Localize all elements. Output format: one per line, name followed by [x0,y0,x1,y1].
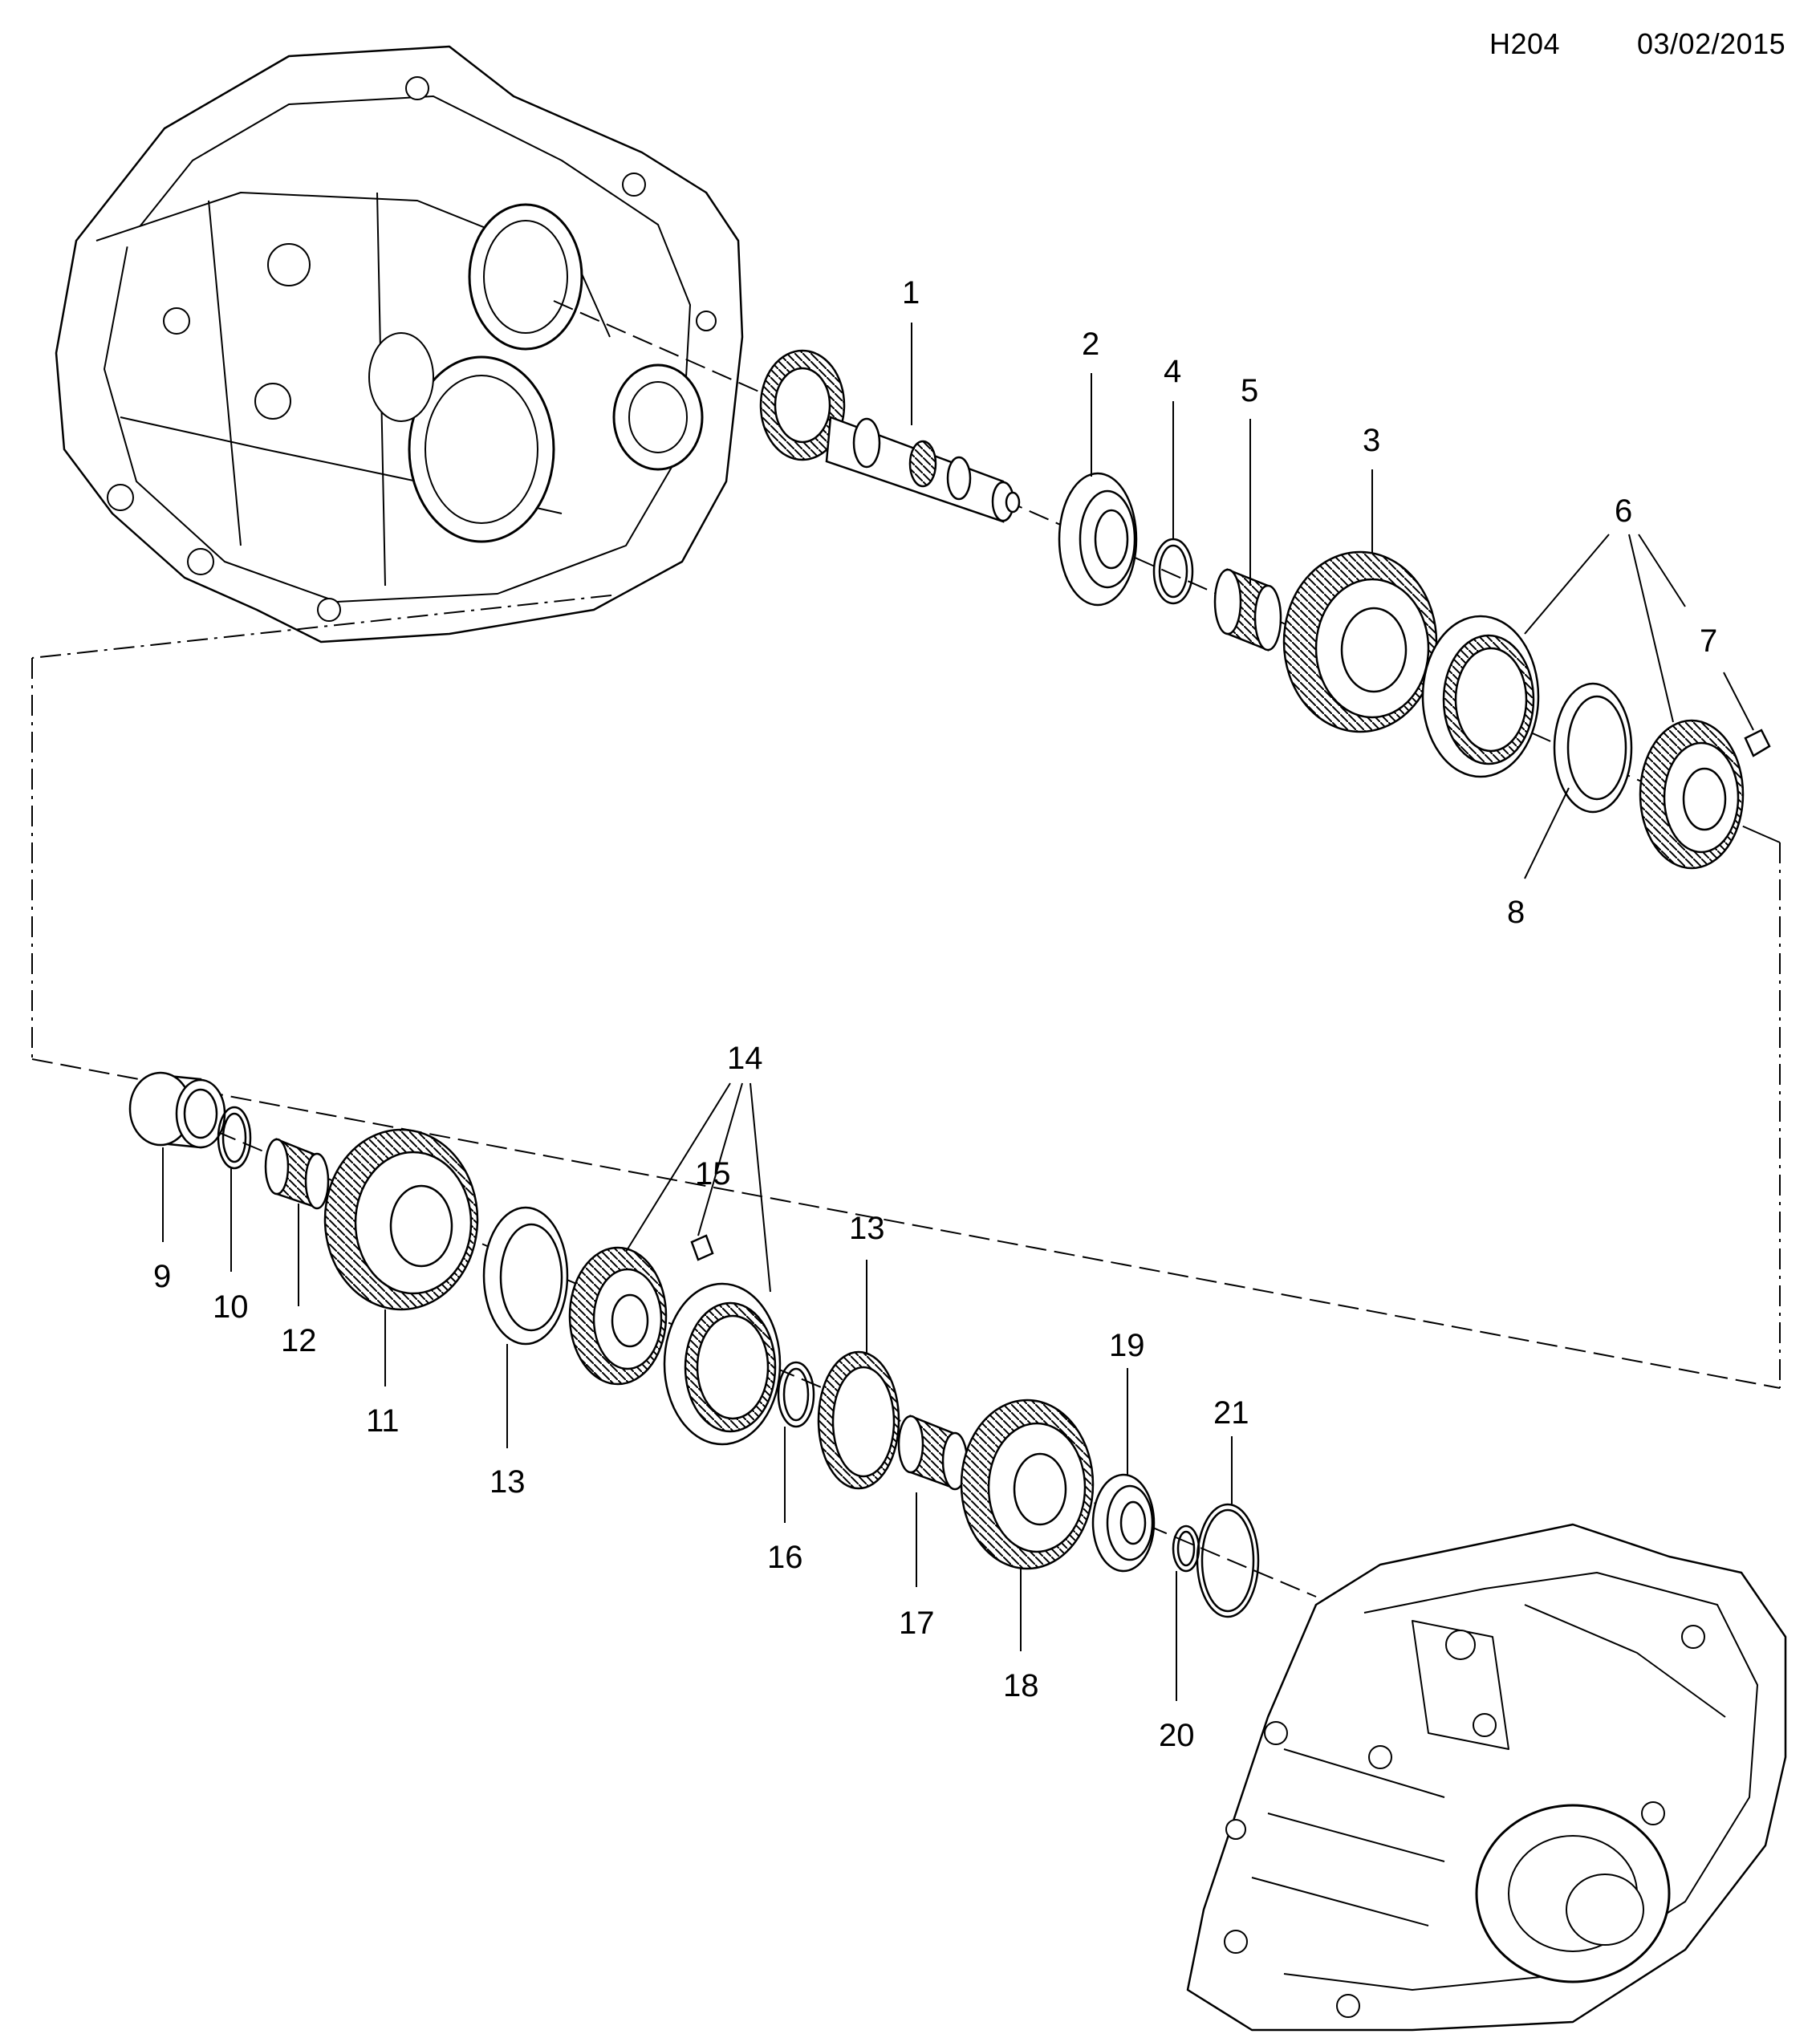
part-12-needle-bearing [264,1138,330,1210]
leader-lines [162,323,1754,1701]
part-9-bushing [128,1071,226,1149]
part-6-synchronizer-hub [1639,719,1745,870]
part-15-key [690,1234,714,1261]
upper-transmission-housing [55,45,744,643]
callout-8: 8 [1507,895,1525,930]
callout-numbers: 1 2 4 5 3 6 7 8 9 10 12 11 13 14 15 13 1… [153,275,1717,1753]
part-1-input-shaft [759,349,1021,523]
callout-5: 5 [1241,373,1258,408]
callout-10: 10 [213,1289,249,1325]
part-14-synchronizer-sleeve [663,1282,782,1446]
part-6-synchronizer-sleeve [1421,615,1540,778]
part-8-synchronizer-ring [1553,682,1633,814]
part-4-snap-ring [1152,538,1194,605]
callout-1: 1 [902,275,920,311]
callout-3: 3 [1363,423,1380,458]
part-20-snap-ring [1172,1524,1200,1573]
callout-4: 4 [1164,354,1181,389]
part-13-synchronizer-ring-right [817,1350,900,1490]
lower-shaft-centerline [31,1058,1781,1389]
callout-17: 17 [899,1606,935,1641]
connector-dash-dot-lines [31,595,1781,1388]
part-5-needle-bearing [1213,568,1282,652]
callout-9: 9 [153,1259,171,1294]
callout-19: 19 [1109,1328,1145,1363]
part-7-key [1744,729,1771,757]
callout-2: 2 [1082,327,1099,362]
callout-14: 14 [727,1041,763,1076]
lower-transmission-housing [1186,1523,1787,2032]
part-21-ring [1196,1503,1260,1618]
callout-21: 21 [1213,1395,1249,1431]
callout-12: 12 [281,1323,317,1358]
callout-6: 6 [1615,493,1632,529]
callout-16: 16 [767,1540,803,1575]
diagram-code: H204 [1489,27,1561,60]
callout-20: 20 [1159,1718,1195,1753]
part-2-bearing [1058,472,1138,607]
callout-18: 18 [1003,1668,1039,1703]
part-19-bearing [1091,1473,1156,1573]
part-10-snap-ring [217,1106,252,1170]
callout-15: 15 [695,1156,731,1192]
part-17-needle-bearing [897,1415,969,1491]
callout-7: 7 [1700,623,1717,659]
callout-13-left: 13 [490,1464,526,1500]
part-14-synchronizer-hub [568,1246,668,1386]
part-11-gear [323,1128,479,1311]
part-18-gear [960,1399,1095,1570]
part-16-snap-ring [777,1361,815,1428]
callout-13-right: 13 [849,1211,885,1246]
diagram-date: 03/02/2015 [1637,27,1786,60]
callout-11: 11 [366,1403,400,1439]
part-3-gear [1282,550,1438,733]
part-13-synchronizer-ring-left [482,1206,569,1346]
